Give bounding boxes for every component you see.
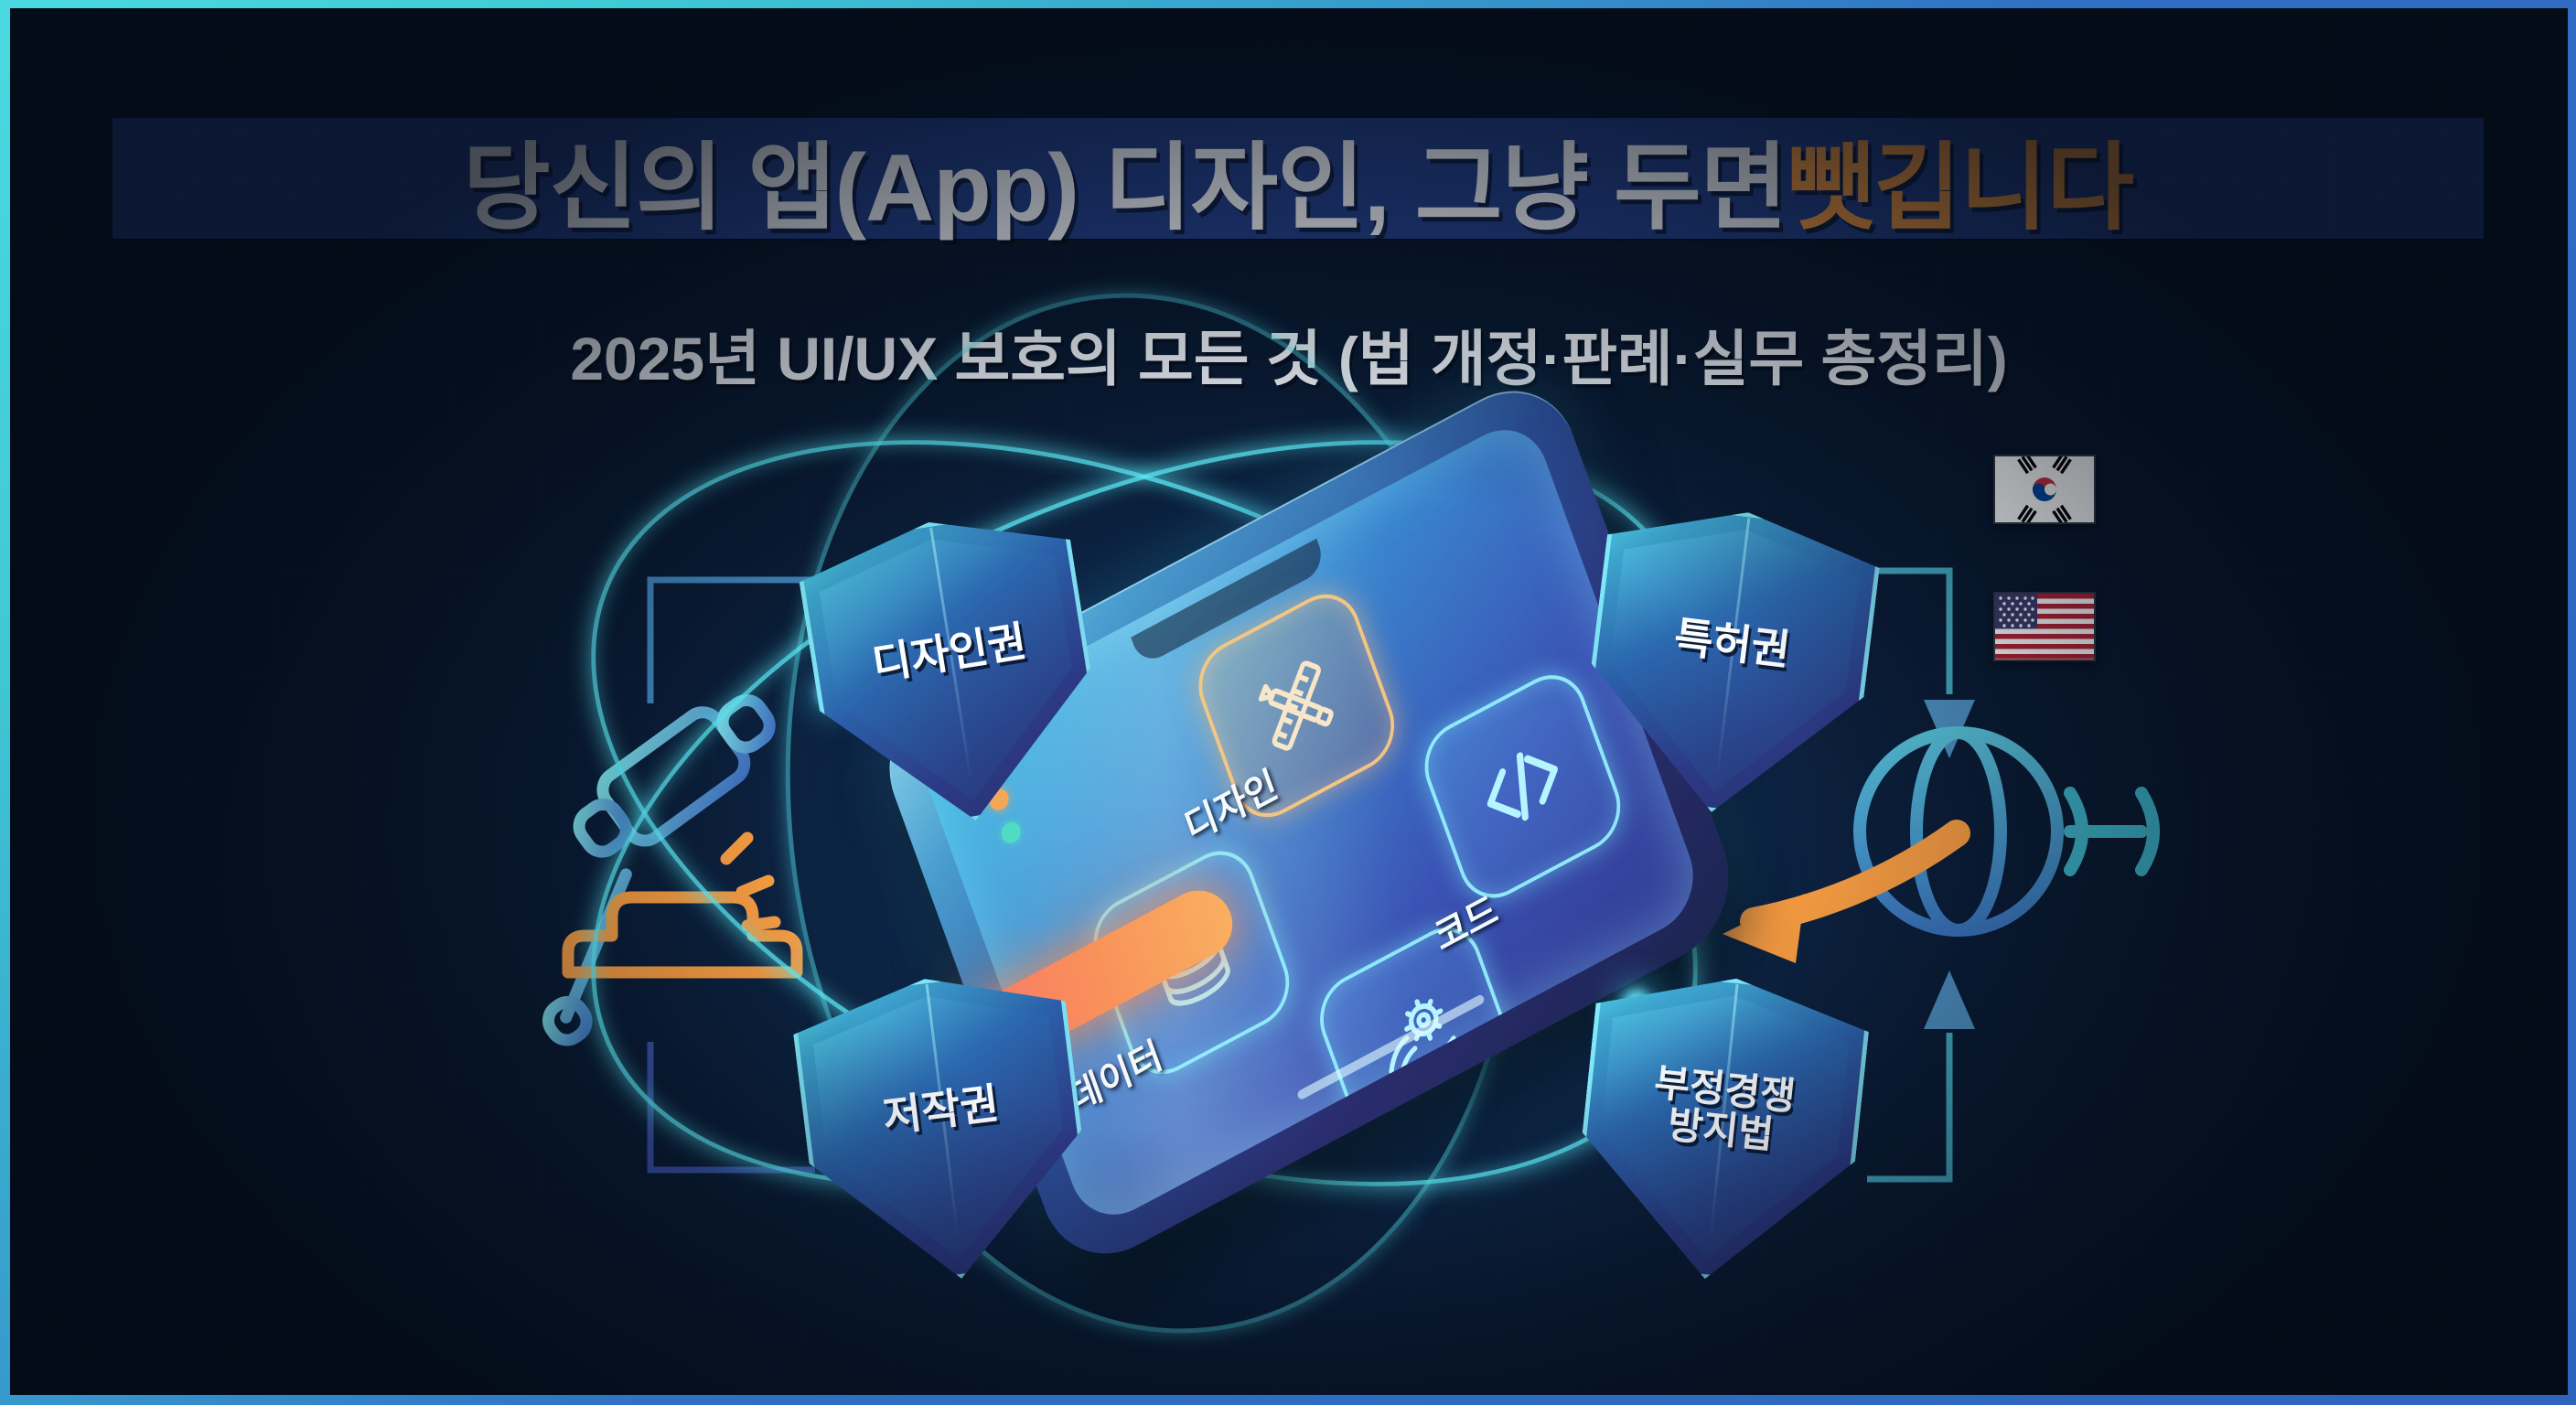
headline-main: 당신의 앱(App) 디자인, 그냥 두면 [462,134,1787,241]
poster-stage: 당신의 앱(App) 디자인, 그냥 두면 뺏깁니다 2025년 UI/UX 보… [10,8,2568,1395]
shield-patent-right[interactable]: 특허권 [1575,496,1884,829]
page-title: 당신의 앱(App) 디자인, 그냥 두면 뺏깁니다 [113,105,2484,252]
shield-unfair-competition-act[interactable]: 부정경쟁 방지법 [1569,964,1873,1293]
south-korea-flag [1993,455,2096,524]
shield-copyright[interactable]: 저작권 [789,962,1098,1295]
united-states-flag [1993,592,2096,661]
code-brackets-icon [1487,752,1559,821]
headline-accent: 뺏깁니다 [1787,134,2134,241]
shield-design-right[interactable]: 디자인권 [793,501,1111,842]
ruler-pencil-icon [1258,660,1334,751]
illustration-scene: 디자인 데이터 코드 노력 디자인권 [10,256,2568,1370]
